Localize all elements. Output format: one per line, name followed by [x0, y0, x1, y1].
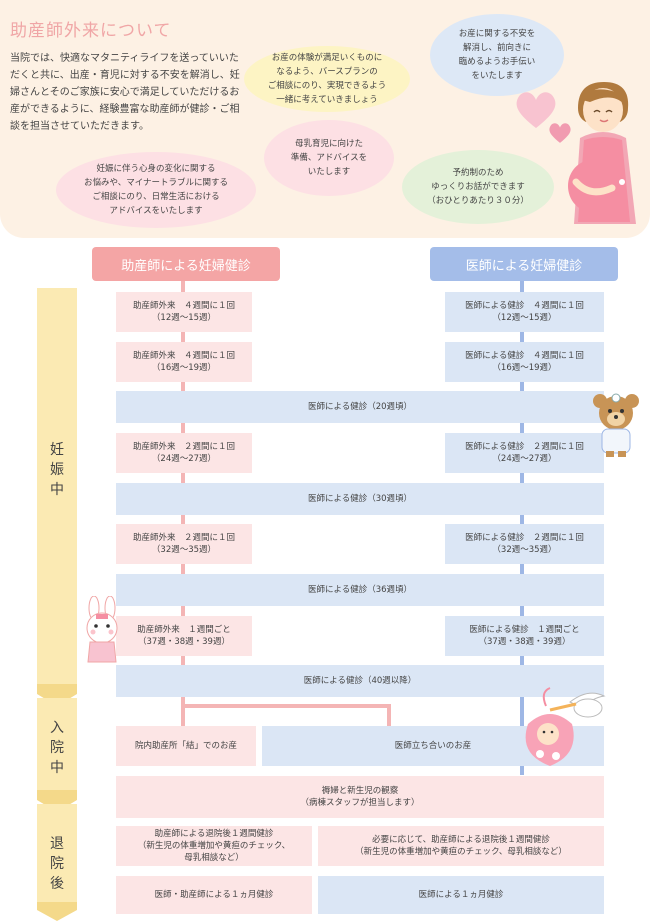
midwife-visit-37-39: 助産師外来 １週間ごと （37週・38週・39週）: [116, 616, 252, 656]
stage-pregnancy: 妊娠中: [50, 442, 64, 498]
heart-icon: [516, 92, 556, 128]
week1-doctor-box: 必要に応じて、助産師による退院後１週間健診 （新生児の体重増加や黄疸のチェック、…: [318, 826, 604, 866]
midwife-visit-24-27: 助産師外来 ２週間に１回 （24週〜27週）: [116, 433, 252, 473]
midwife-visit-32-35: 助産師外来 ２週間に１回 （32週〜35週）: [116, 524, 252, 564]
small-heart-icon: [549, 123, 571, 143]
bubble-anxiety: お産に関する不安を 解消し、前向きに 臨めるようお手伝い をいたします: [430, 14, 564, 96]
birth-midwife-box: 院内助産所「結」でのお産: [116, 726, 256, 766]
midwife-column-header: 助産師による妊婦健診: [92, 247, 280, 281]
doctor-visit-32-35: 医師による健診 ２週間に１回 （32週〜35週）: [445, 524, 604, 564]
stage-hospital: 入院中: [50, 720, 64, 776]
page-title: 助産師外来について: [10, 21, 172, 41]
bear-doctor-illustration: [593, 393, 639, 457]
month1-doctor-box: 医師による１ヵ月健診: [318, 876, 604, 914]
doctor-visit-24-27: 医師による健診 ２週間に１回 （24週〜27週）: [445, 433, 604, 473]
doctor-visit-12-15: 医師による健診 ４週間に１回 （12週〜15週）: [445, 292, 604, 332]
pregnant-woman-illustration: [568, 82, 636, 224]
week1-midwife-box: 助産師による退院後１週間健診 （新生児の体重増加や黄疸のチェック、 母乳相談など…: [116, 826, 312, 866]
birth-branch-left: [181, 704, 185, 726]
doctor-visit-36w: 医師による健診（36週頃）: [116, 574, 604, 606]
bubble-breastfeeding: 母乳育児に向けた 準備、アドバイスを いたします: [264, 120, 394, 196]
doctor-visit-40w: 医師による健診（40週以降）: [116, 665, 604, 697]
doctor-visit-30w: 医師による健診（30週頃）: [116, 483, 604, 515]
stork-baby-illustration: [525, 687, 606, 766]
month1-midwife-box: 医師・助産師による１ヵ月健診: [116, 876, 312, 914]
birth-branch-horizontal: [181, 704, 391, 708]
doctor-visit-16-19: 医師による健診 ４週間に１回 （16週〜19週）: [445, 342, 604, 382]
doctor-visit-37-39: 医師による健診 １週間ごと （37週・38週・39週）: [445, 616, 604, 656]
postpartum-box: 褥婦と新生児の観察 （病棟スタッフが担当します）: [116, 776, 604, 818]
rabbit-nurse-illustration: [86, 596, 118, 663]
doctor-column-header: 医師による妊婦健診: [430, 247, 618, 281]
midwife-visit-16-19: 助産師外来 ４週間に１回 （16週〜19週）: [116, 342, 252, 382]
midwife-visit-12-15: 助産師外来 ４週間に１回 （12週〜15週）: [116, 292, 252, 332]
doctor-visit-20w: 医師による健診（20週頃）: [116, 391, 604, 423]
stage-discharge: 退院後: [50, 836, 64, 892]
bubble-body-changes: 妊娠に伴う心身の変化に関する お悩みや、マイナートラブルに関する ご相談にのり、…: [56, 152, 256, 228]
bubble-birth-plan: お産の体験が満足いくものに なるよう、バースプランの ご相談にのり、実現できるよ…: [244, 46, 410, 112]
stage-bar: [37, 288, 77, 921]
bubble-reservation: 予約制のため ゆっくりお話ができます （おひとりあたり３０分）: [402, 150, 554, 224]
birth-branch-right: [387, 704, 391, 726]
intro-text: 当院では、快適なマタニティライフを送っていいただくと共に、出産・育児に対する不安…: [10, 53, 240, 132]
